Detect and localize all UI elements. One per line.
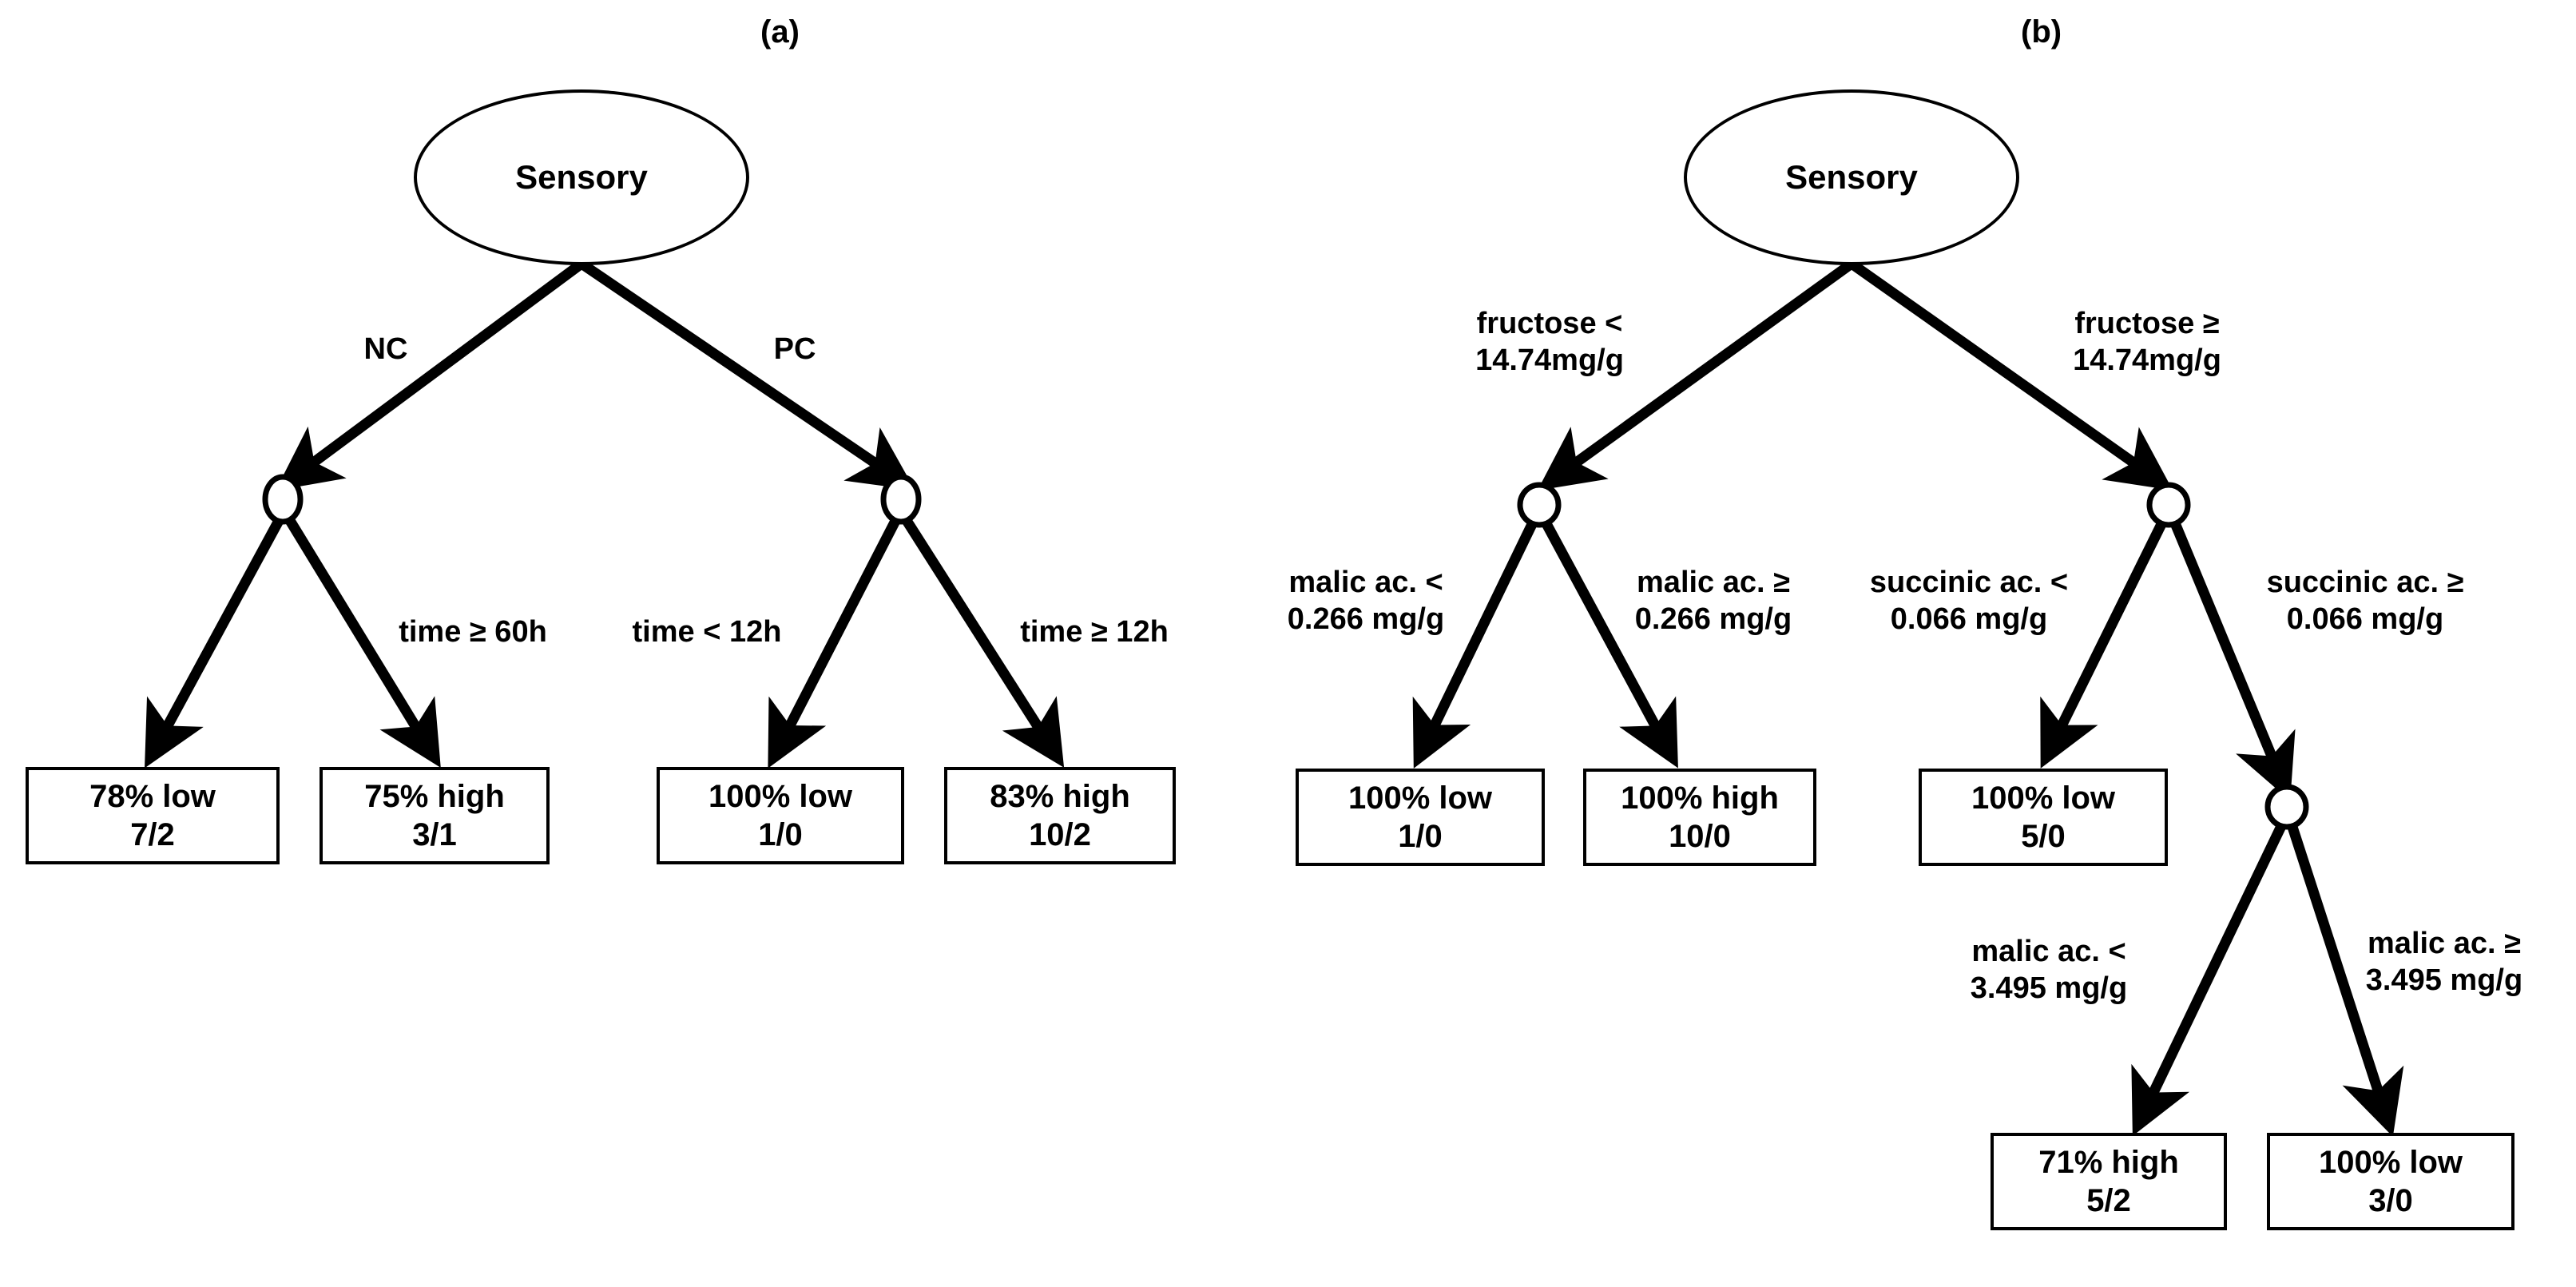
edge-label-b-malic2-lt: malic ac. < 3.495 mg/g [1970,935,2128,1006]
edge-a-left-left [145,516,284,769]
panel-label-b: (b) [2021,14,2062,50]
edge-b-succinic-ge [2168,517,2296,801]
leaf-b-4[interactable]: 71% high 5/2 [1991,1133,2227,1230]
leaf-b-5-counts: 3/0 [2368,1183,2413,1218]
leaf-b-3[interactable]: 100% low 5/0 [1919,769,2168,866]
internal-node-b-right [2146,482,2191,528]
leaf-a-2[interactable]: 75% high 3/1 [320,767,550,864]
leaf-a-3-class: 100% low [708,779,853,814]
tree-a-edge-paths [145,259,1065,769]
edge-label-b-malic-ge: malic ac. ≥ 0.266 mg/g [1634,566,1792,637]
edge-label-a-time-ge-60h: time ≥ 60h [399,615,547,649]
leaf-b-3-counts: 5/0 [2021,819,2066,854]
edge-label-a-nc: NC [363,332,408,366]
leaf-b-5[interactable]: 100% low 3/0 [2267,1133,2514,1230]
panel-label-a: (a) [760,14,800,50]
edge-label-b-malic-lt: malic ac. < 0.266 mg/g [1287,566,1445,637]
leaf-a-3[interactable]: 100% low 1/0 [657,767,904,864]
internal-node-b-left [1517,482,1562,528]
leaf-b-5-class: 100% low [2318,1145,2463,1180]
edge-label-a-pc: PC [773,332,816,366]
internal-node-b-deep [2264,784,2309,830]
leaf-a-1[interactable]: 78% low 7/2 [26,767,280,864]
edge-label-b-fructose-ge: fructose ≥ 14.74mg/g [2073,307,2221,378]
leaf-b-2-counts: 10/0 [1669,819,1731,854]
leaf-b-1-class: 100% low [1348,781,1493,816]
edge-label-b-malic2-ge: malic ac. ≥ 3.495 mg/g [2365,927,2523,998]
edge-label-b-succinic-ge: succinic ac. ≥ 0.066 mg/g [2266,566,2464,637]
leaf-b-1-counts: 1/0 [1398,819,1443,854]
internal-node-a-right [880,474,922,525]
leaf-a-2-counts: 3/1 [412,817,457,852]
leaf-b-1[interactable]: 100% low 1/0 [1296,769,1545,866]
leaf-a-3-counts: 1/0 [758,817,803,852]
leaf-a-4[interactable]: 83% high 10/2 [944,767,1176,864]
leaf-b-2[interactable]: 100% high 10/0 [1583,769,1816,866]
leaf-a-2-class: 75% high [364,779,505,814]
edge-label-a-time-ge-12h: time ≥ 12h [1020,615,1169,649]
tree-b-edge-paths [1412,259,2404,1137]
internal-node-a-left [262,474,304,525]
root-node-a[interactable]: Sensory [414,89,749,265]
leaf-a-1-class: 78% low [89,779,216,814]
root-node-b[interactable]: Sensory [1684,89,2019,265]
edge-a-pc [578,259,915,491]
leaf-a-4-class: 83% high [990,779,1130,814]
edge-label-b-fructose-lt: fructose < 14.74mg/g [1475,307,1624,378]
leaf-a-4-counts: 10/2 [1029,817,1091,852]
leaf-a-1-counts: 7/2 [130,817,175,852]
leaf-b-4-counts: 5/2 [2086,1183,2131,1218]
edge-a-nc [275,259,585,491]
edge-label-a-time-lt-12h: time < 12h [632,615,782,649]
leaf-b-4-class: 71% high [2038,1145,2179,1180]
leaf-b-2-class: 100% high [1621,781,1779,816]
edge-label-b-succinic-lt: succinic ac. < 0.066 mg/g [1869,566,2069,637]
leaf-b-3-class: 100% low [1971,781,2116,816]
